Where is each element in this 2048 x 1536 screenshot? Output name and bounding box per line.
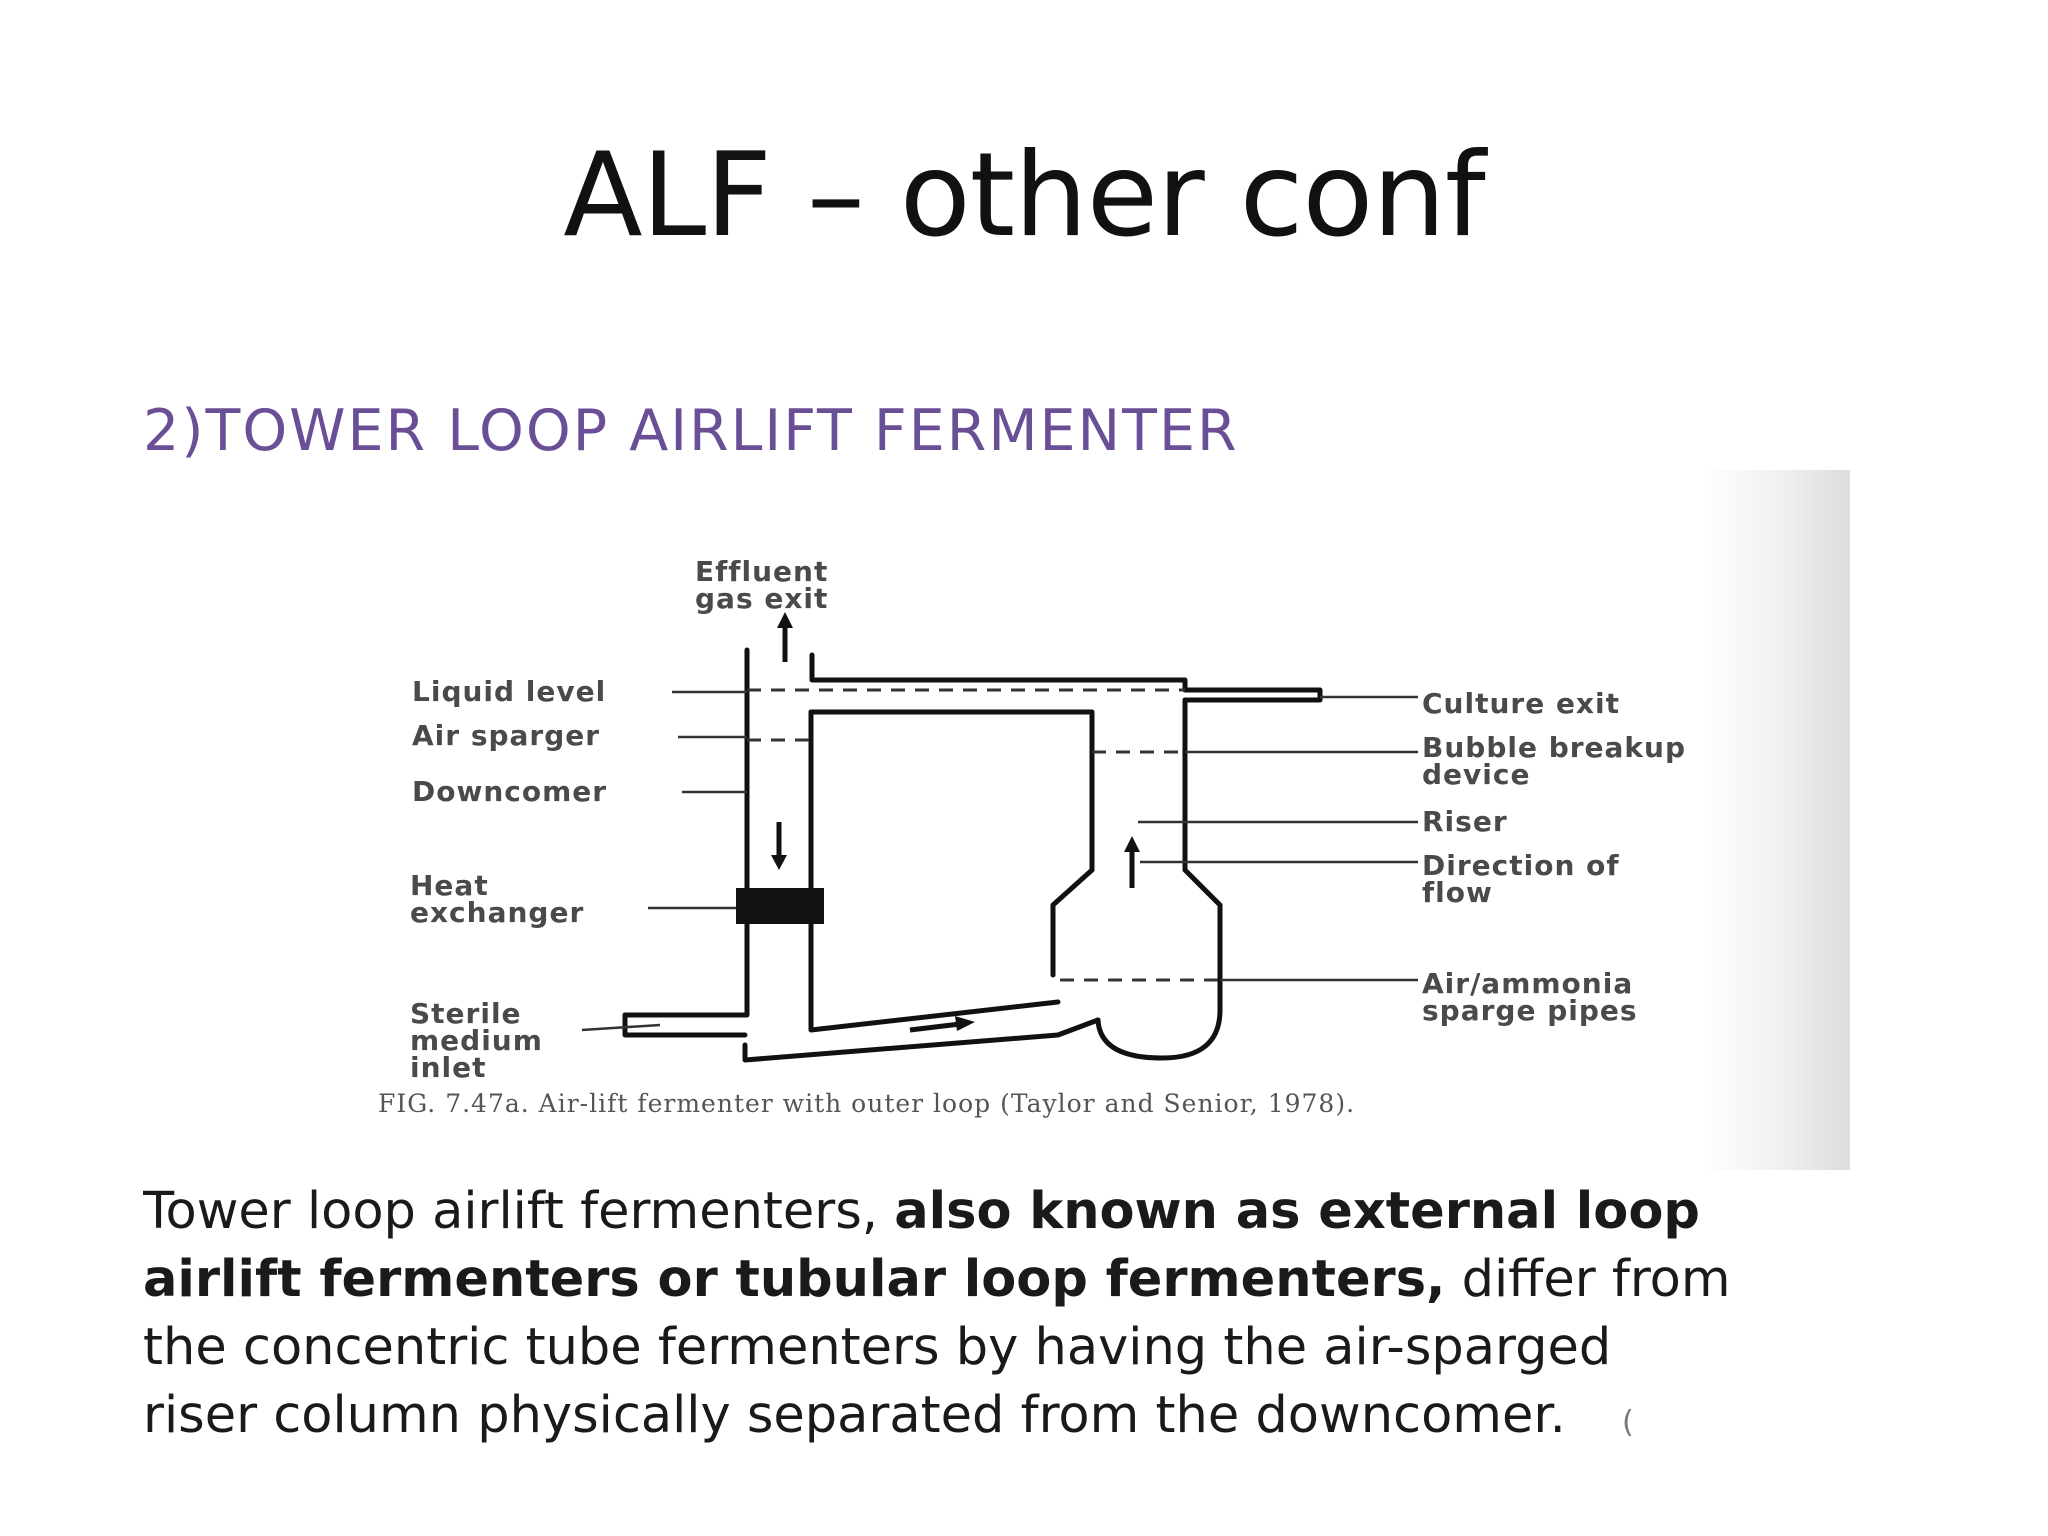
heat-exchanger-block (736, 888, 824, 924)
label-riser: Riser (1422, 805, 1508, 838)
top-connector (809, 652, 1188, 693)
label-downcomer: Downcomer (412, 775, 608, 808)
label-liquid-level: Liquid level (412, 675, 607, 708)
label-air-ammonia-sparge-pipes: Air/ammonia sparge pipes (1422, 967, 1638, 1027)
body-text-normal: riser column physically separated from t… (143, 1386, 1566, 1445)
body-paragraph: Tower loop airlift fermenters, also know… (143, 1178, 2048, 1468)
bottom-pipe-lower (742, 1017, 1101, 1063)
figure-caption: FIG. 7.47a. Air-lift fermenter with oute… (378, 1089, 1356, 1118)
slide-title: ALF – other conf (563, 128, 1485, 263)
body-text-bold: also known as external loop (894, 1182, 1700, 1241)
culture-exit-pipe (1182, 687, 1323, 703)
downcomer-left-wall (622, 647, 750, 1018)
body-line-1: Tower loop airlift fermenters, also know… (143, 1178, 2048, 1246)
downcomer-inner-wall (808, 709, 1061, 1033)
body-text-bold: airlift fermenters or tubular loop ferme… (143, 1250, 1446, 1309)
inner-top (808, 709, 1095, 873)
scanned-figure-panel (360, 470, 1850, 1170)
label-effluent-gas-exit: Effluent gas exit (695, 555, 829, 615)
body-line-3: the concentric tube fermenters by having… (143, 1318, 1612, 1377)
body-text-normal: differ from (1445, 1250, 1731, 1309)
riser-left-wall (1050, 867, 1095, 978)
inlet-pipe (622, 1012, 748, 1038)
label-heat-exchanger: Heat exchanger (410, 869, 585, 929)
label-culture-exit: Culture exit (1422, 687, 1620, 720)
body-text-normal: Tower loop airlift fermenters, (143, 1182, 895, 1241)
label-air-sparger: Air sparger (412, 719, 601, 752)
label-direction-of-flow: Direction of flow (1422, 849, 1620, 909)
label-sterile-medium-inlet: Sterile medium inlet (410, 997, 543, 1084)
trailing-mark: ( (1622, 1405, 1634, 1440)
section-heading: 2)TOWER LOOP AIRLIFT FERMENTER (143, 398, 1239, 464)
riser-right-wall (1095, 697, 1223, 1061)
body-line-2: airlift fermenters or tubular loop ferme… (143, 1246, 2048, 1314)
body-line-4: riser column physically separated from t… (143, 1382, 2048, 1450)
label-bubble-breakup-device: Bubble breakup device (1422, 731, 1687, 791)
bottom-flow-arrow (909, 1021, 961, 1033)
